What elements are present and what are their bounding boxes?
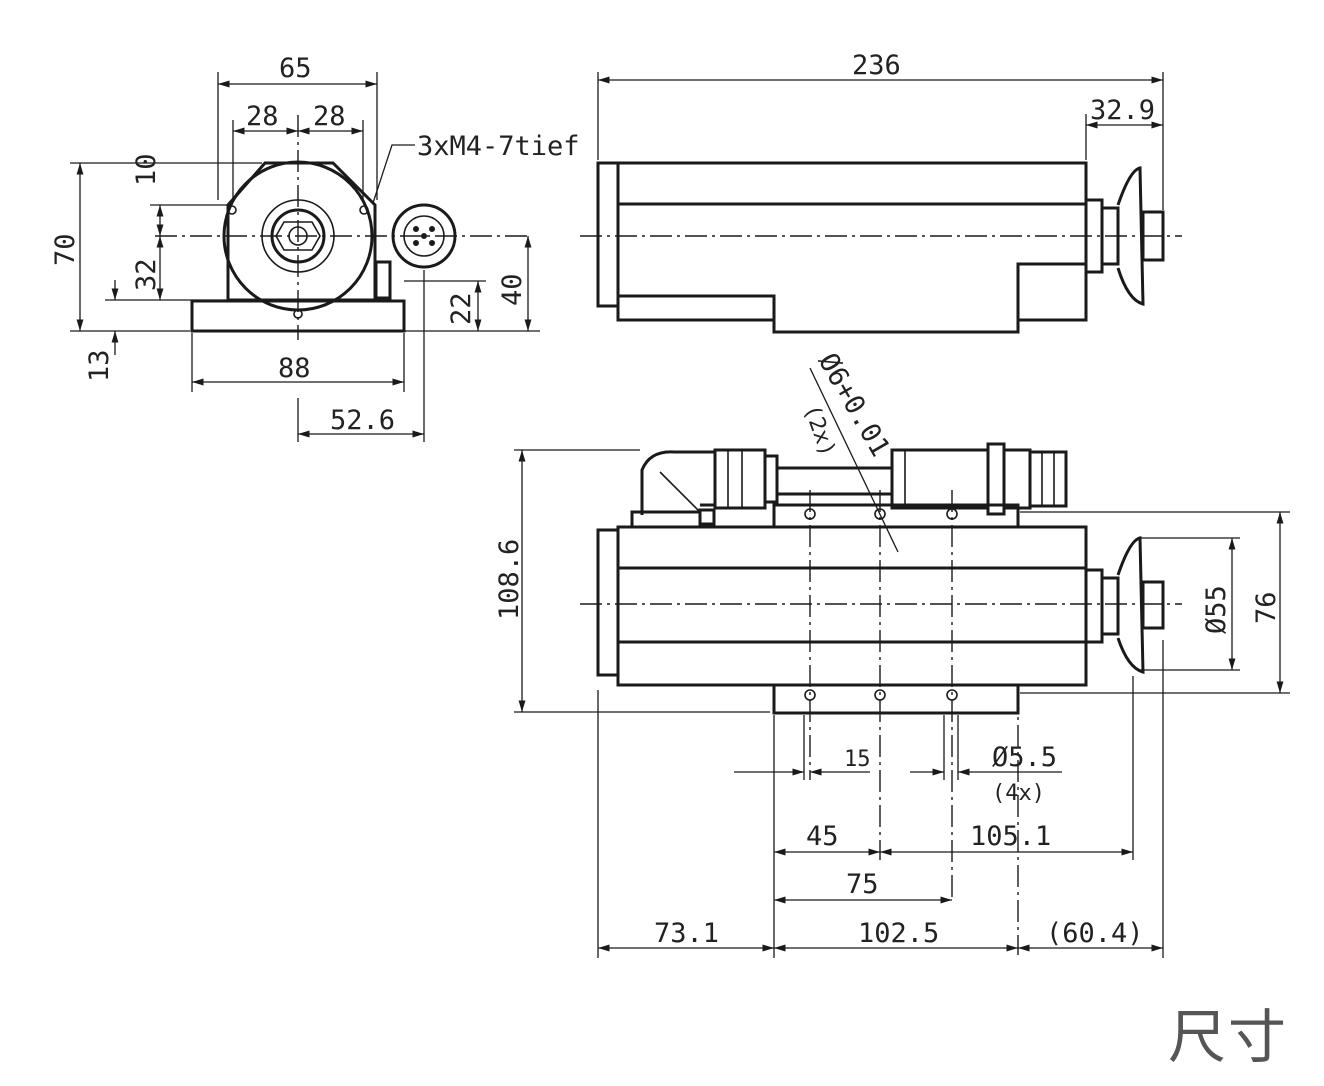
dim-pin-count: (2x): [798, 402, 840, 460]
mount-hole-right: [359, 205, 369, 215]
front-housing: [226, 161, 377, 302]
dim-105-1: 105.1: [970, 821, 1051, 852]
dim-28-right: 28: [313, 101, 346, 132]
dim-32: 32: [131, 258, 162, 291]
top-view: Ø6+0.01 (2x) 108.6 Ø55 76 15 Ø5.5 (4x) 4…: [494, 348, 1290, 958]
dim-108-6: 108.6: [494, 539, 525, 620]
dim-28-left: 28: [246, 101, 279, 132]
dim-65: 65: [279, 53, 312, 84]
thread-note: 3xM4-7tief: [417, 131, 580, 162]
side-view: 236 32.9: [580, 50, 1182, 334]
dim-102-5: 102.5: [858, 918, 939, 949]
dim-45: 45: [806, 821, 839, 852]
dim-flange-diameter: Ø55: [1201, 585, 1232, 634]
dim-hole-diameter: Ø5.5: [992, 742, 1057, 773]
dim-40: 40: [497, 273, 528, 306]
mount-hole-left: [227, 205, 237, 215]
dim-32-9: 32.9: [1090, 95, 1155, 126]
dim-236: 236: [852, 50, 901, 81]
side-body: [616, 161, 1088, 334]
front-view: 65 28 28 3xM4-7tief 70 10 32 13 88 52.6 …: [50, 53, 580, 442]
elbow-connector: [640, 450, 717, 515]
dim-73-1: 73.1: [654, 918, 719, 949]
dim-13: 13: [84, 349, 115, 382]
dim-15: 15: [844, 747, 871, 772]
dim-hole-count: (4x): [992, 781, 1045, 806]
dim-75: 75: [846, 869, 879, 900]
dim-52-6: 52.6: [330, 405, 395, 436]
dim-10: 10: [131, 153, 162, 186]
top-endcap: [596, 528, 620, 677]
straight-connector: [890, 448, 990, 510]
dim-76: 76: [1251, 591, 1282, 624]
side-endcap: [596, 161, 620, 308]
top-body: [616, 525, 1088, 687]
dim-22: 22: [446, 292, 477, 325]
dim-60-4: (60.4): [1046, 918, 1144, 949]
dim-88: 88: [278, 353, 311, 384]
caption-dimensions: 尺寸: [1168, 1003, 1289, 1071]
dim-70: 70: [50, 233, 81, 266]
